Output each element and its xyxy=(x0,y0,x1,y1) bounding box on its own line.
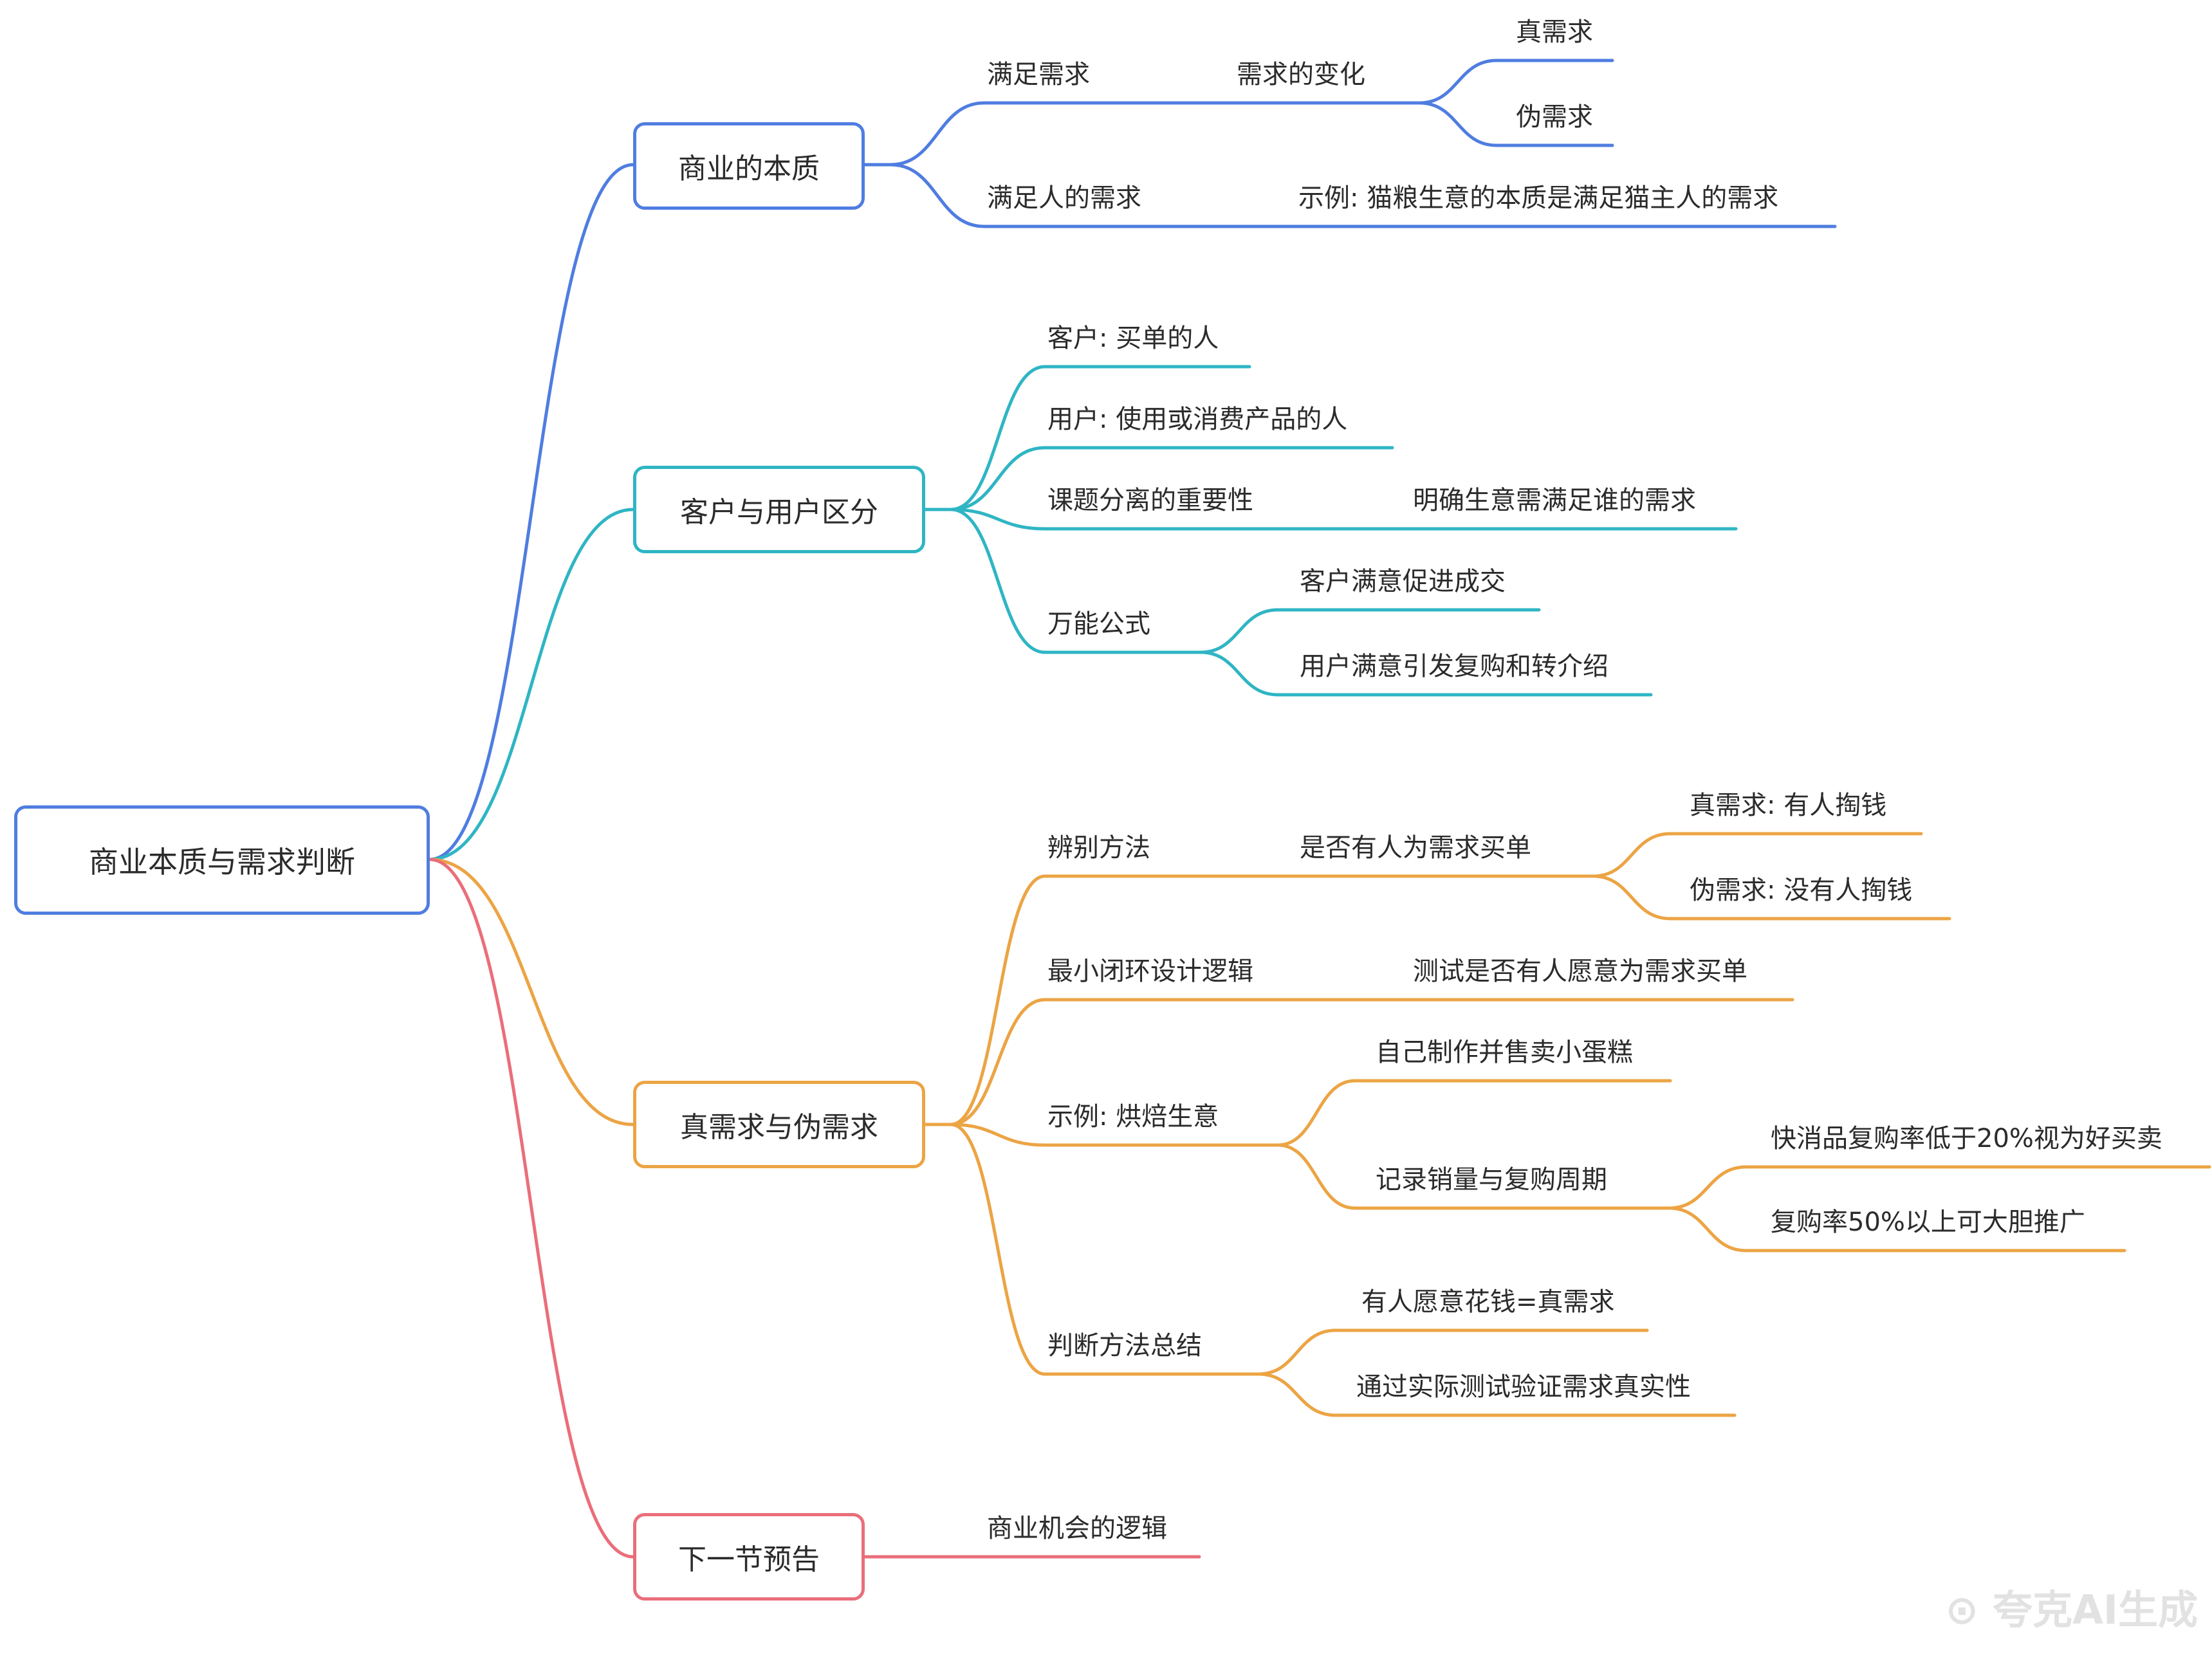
topic-task-separation[interactable]: 课题分离的重要性 xyxy=(1047,486,1253,515)
edge-b3-real-pay xyxy=(1591,832,1923,878)
root-node[interactable]: 商业本质与需求判断 xyxy=(14,805,430,915)
edge-b2-formula-customer xyxy=(1199,608,1541,654)
edge-b1-change-fake xyxy=(1417,101,1614,147)
topic-customer-satisfied[interactable]: 客户满意促进成交 xyxy=(1300,567,1506,596)
topic-user-satisfied[interactable]: 用户满意引发复购和转介绍 xyxy=(1300,652,1608,681)
edge-b3-summary xyxy=(949,1123,1260,1376)
topic-satisfy-demand[interactable]: 满足需求 xyxy=(987,60,1090,89)
watermark-logo-icon: ⊙ xyxy=(1945,1586,1979,1633)
topic-business-opportunity[interactable]: 商业机会的逻辑 xyxy=(987,1514,1167,1543)
topic-verify-by-test[interactable]: 通过实际测试验证需求真实性 xyxy=(1356,1372,1691,1402)
topic-someone-pays[interactable]: 是否有人为需求买单 xyxy=(1300,833,1531,863)
edge-b3-fake-nopay xyxy=(1591,874,1951,921)
edge-root-b2 xyxy=(428,508,635,861)
topic-judgement-summary[interactable]: 判断方法总结 xyxy=(1047,1331,1202,1361)
branch-node-business-essence[interactable]: 商业的本质 xyxy=(633,122,865,210)
topic-demand-change[interactable]: 需求的变化 xyxy=(1237,60,1365,89)
branch-node-real-fake-demand[interactable]: 真需求与伪需求 xyxy=(633,1081,925,1168)
edge-b2-formula xyxy=(949,508,1203,654)
topic-test-willingness[interactable]: 测试是否有人愿意为需求买单 xyxy=(1413,957,1747,986)
edge-b3-summary-verify xyxy=(1257,1372,1737,1417)
edge-b2-customer xyxy=(949,365,1251,511)
edge-b3-minloop xyxy=(949,998,1794,1126)
topic-universal-formula[interactable]: 万能公式 xyxy=(1047,609,1150,639)
topic-user-def[interactable]: 用户: 使用或消费产品的人 xyxy=(1047,405,1348,434)
topic-customer-def[interactable]: 客户: 买单的人 xyxy=(1047,324,1219,353)
topic-baking-example[interactable]: 示例: 烘焙生意 xyxy=(1047,1102,1219,1132)
branch-node-next-preview[interactable]: 下一节预告 xyxy=(633,1513,865,1601)
topic-min-loop-logic[interactable]: 最小闭环设计逻辑 xyxy=(1047,957,1253,986)
topic-clarify-whose-demand[interactable]: 明确生意需满足谁的需求 xyxy=(1413,486,1696,515)
topic-pay-equals-real[interactable]: 有人愿意花钱=真需求 xyxy=(1361,1287,1615,1317)
edge-b1-satisfy xyxy=(889,101,1421,167)
edge-b2-formula-user xyxy=(1199,650,1653,697)
topic-satisfy-human-demand[interactable]: 满足人的需求 xyxy=(987,183,1141,213)
topic-record-sales[interactable]: 记录销量与复购周期 xyxy=(1376,1165,1607,1195)
edge-b1-change-real xyxy=(1417,59,1614,105)
topic-identify-method[interactable]: 辨别方法 xyxy=(1047,833,1150,863)
edge-b3-identify xyxy=(949,874,1595,1126)
edge-b3-bake-record xyxy=(1276,1143,1671,1210)
topic-fmcg-repurchase[interactable]: 快消品复购率低于20%视为好买卖 xyxy=(1771,1124,2162,1153)
edge-b2-user xyxy=(949,446,1394,511)
topic-make-sell-cake[interactable]: 自己制作并售卖小蛋糕 xyxy=(1376,1038,1633,1067)
topic-fake-demand-no-pay[interactable]: 伪需求: 没有人掏钱 xyxy=(1690,876,1913,905)
topic-real-demand[interactable]: 真需求 xyxy=(1516,17,1593,47)
branch-node-customer-user[interactable]: 客户与用户区分 xyxy=(633,466,925,553)
edge-root-b1 xyxy=(428,163,635,861)
topic-fake-demand[interactable]: 伪需求 xyxy=(1516,102,1593,132)
edge-b3-baking xyxy=(949,1123,1280,1147)
watermark-text: 夸克AI生成 xyxy=(1992,1586,2198,1633)
topic-cat-food-example[interactable]: 示例: 猫粮生意的本质是满足猫主人的需求 xyxy=(1298,183,1779,213)
edge-b1-human xyxy=(889,163,1837,228)
edge-b3-bake-sell xyxy=(1276,1079,1672,1147)
edge-root-b3 xyxy=(428,858,635,1126)
topic-real-demand-pays[interactable]: 真需求: 有人掏钱 xyxy=(1690,791,1887,820)
topic-repurchase-50[interactable]: 复购率50%以上可大胆推广 xyxy=(1771,1207,2085,1237)
edge-root-b4 xyxy=(428,858,635,1559)
edge-b3-repurchase xyxy=(1667,1206,2126,1253)
edge-b3-fmcg xyxy=(1667,1165,2211,1210)
edge-b2-separation xyxy=(949,508,1738,531)
watermark: ⊙ 夸克AI生成 xyxy=(1945,1577,2198,1635)
edge-b3-summary-pay xyxy=(1257,1328,1649,1376)
